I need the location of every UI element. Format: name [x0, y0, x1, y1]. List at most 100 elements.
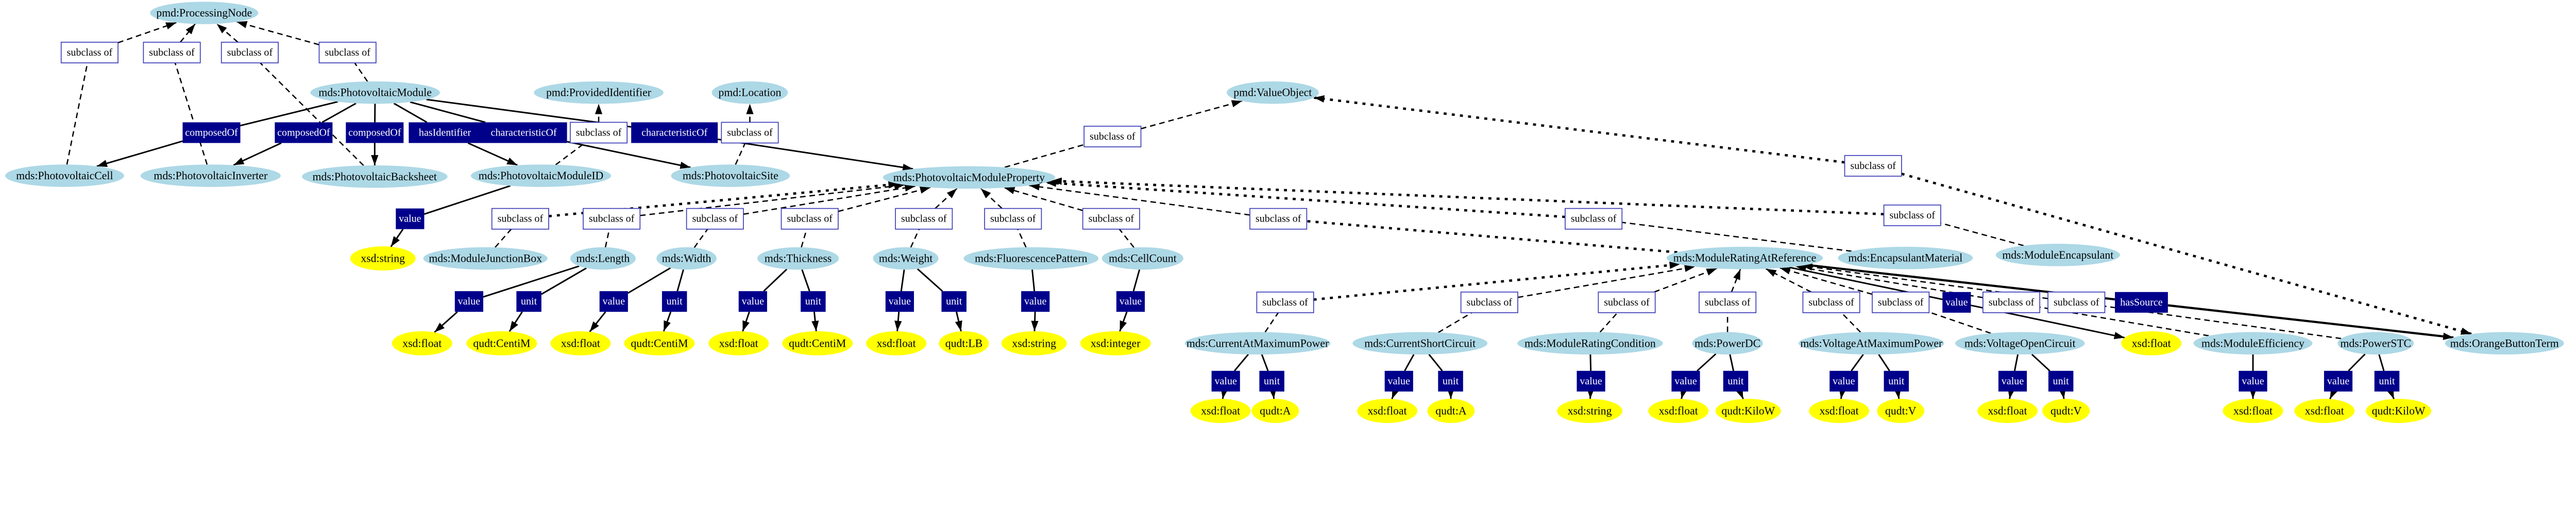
edge-mid-sb_mid — [555, 142, 585, 165]
datatype-ellipse-y_mid_s — [350, 246, 416, 270]
datatype-ellipse-y_voc_f — [1977, 399, 2038, 423]
label-sb_back: subclass of — [227, 47, 273, 58]
property-box-pb_pstc_v — [2324, 370, 2353, 392]
label-pb_vamp_u: unit — [1888, 376, 1905, 387]
node-pb_hasid: hasIdentifier — [409, 122, 481, 143]
edge-thk-pb_thk_u — [801, 269, 810, 292]
property-box-pb_vid — [396, 208, 425, 229]
edge-vamp-sb_vamp — [1841, 312, 1861, 333]
node-y_wgt_u: qudt:LB — [939, 331, 989, 355]
class-ellipse-loc — [711, 81, 788, 104]
label-sb_csc: subclass of — [1467, 297, 1513, 308]
property-box-pb_vamp_u — [1884, 370, 1909, 392]
edge-module-pb_char1 — [410, 101, 486, 123]
edge-pstc-pb_pstc_u — [2378, 354, 2385, 371]
datatype-ellipse-y_camp_u — [1251, 399, 1299, 423]
class-ellipse-back — [302, 165, 448, 188]
property-box-pb_csc_u — [1438, 370, 1463, 392]
datatype-ellipse-y_vamp_u — [1877, 399, 1925, 423]
label-pb_cc_v: value — [1120, 296, 1142, 307]
arrowhead-pb_flp_v-y_flp_s — [1031, 320, 1039, 331]
node-y_voc_u: qudt:V — [2042, 399, 2090, 423]
subclass-of-box-sb_thk — [781, 208, 839, 230]
label-pb_comp1: composedOf — [185, 127, 238, 138]
node-pb_flp_v: value — [1021, 291, 1050, 312]
arrowhead-pb_thk_u-y_thk_u — [811, 320, 819, 331]
label-y_voc_u: qudt:V — [2050, 405, 2082, 417]
datatype-ellipse-y_flp_s — [1001, 331, 1067, 355]
label-sb_len: subclass of — [589, 213, 635, 225]
node-pb_camp_u: unit — [1259, 370, 1284, 392]
node-sb_meff: subclass of — [1982, 291, 2041, 313]
label-cell: mds:PhotovoltaicCell — [16, 170, 113, 182]
class-ellipse-len — [570, 247, 636, 270]
label-loc: pmd:Location — [719, 87, 782, 99]
label-pb_hasid: hasIdentifier — [419, 127, 471, 138]
arrowhead-sb_site-loc — [746, 104, 754, 114]
node-sb_csc: subclass of — [1460, 291, 1518, 313]
arrowhead-pb_comp3-back — [371, 155, 379, 166]
node-y_len_f: xsd:float — [392, 331, 452, 355]
class-ellipse-mrc — [1517, 332, 1663, 355]
label-pb_meff_v: value — [2242, 376, 2264, 387]
edge-csc-pb_csc_u — [1428, 353, 1443, 371]
class-ellipse-voc — [1955, 332, 2085, 355]
label-pb_comp2: composedOf — [277, 127, 330, 138]
class-ellipse-wid — [656, 247, 717, 270]
class-ellipse-wgt — [873, 247, 939, 270]
property-box-pb_meff_v — [2239, 370, 2267, 392]
label-y_len_u: qudt:CentiM — [473, 337, 530, 349]
label-y_csc_f: xsd:float — [1368, 405, 1407, 417]
arrowhead-sb_vamp-mrar — [1766, 268, 1777, 277]
node-thk: mds:Thickness — [757, 247, 839, 270]
class-ellipse-pstc — [2337, 332, 2414, 355]
class-ellipse-encm — [1838, 247, 1973, 269]
subclass-of-box-sb_back — [221, 42, 279, 63]
subclass-of-box-sb_vamp — [1802, 291, 1860, 313]
node-pb_camp_v: value — [1211, 370, 1240, 392]
label-y_csc_u: qudt:A — [1435, 405, 1467, 417]
label-wgt: mds:Weight — [879, 252, 933, 265]
datatype-ellipse-y_wgt_u — [939, 331, 989, 355]
node-sb_mence: subclass of — [1883, 205, 1941, 226]
subclass-of-box-sb_mp — [1083, 126, 1142, 147]
arrowhead-sb_thk-mp — [919, 186, 931, 194]
edge-thk-pb_thk_v — [763, 268, 788, 292]
edge-wgt-pb_wgt_v — [900, 269, 905, 292]
subclass-of-box-sb_obt — [1844, 155, 1902, 177]
node-pstc: mds:PowerSTC — [2337, 332, 2414, 355]
label-mp: mds:PhotovoltaicModuleProperty — [893, 171, 1045, 183]
subclass-of-box-sb_flp — [984, 208, 1042, 230]
node-y_len_u: qudt:CentiM — [466, 331, 537, 355]
label-sb_pdc: subclass of — [1705, 297, 1751, 308]
label-sb_voc: subclass of — [1878, 297, 1924, 308]
node-sb_wid: subclass of — [686, 208, 744, 230]
subclass-of-box-sb_inv — [143, 42, 201, 63]
class-ellipse-mp — [883, 166, 1056, 189]
edge-module-pb_comp2 — [321, 103, 357, 123]
label-cc: mds:CellCount — [1109, 252, 1177, 265]
edge-pstc-pb_pstc_v — [2348, 353, 2366, 371]
label-sb_pstc: subclass of — [2054, 297, 2099, 308]
edge-voc-pb_voc_u — [2031, 353, 2050, 371]
node-pb_pdc_u: unit — [1723, 370, 1749, 392]
label-pb_csc_u: unit — [1443, 376, 1459, 387]
label-pb_pstc_u: unit — [2379, 376, 2395, 387]
node-voc: mds:VoltageOpenCircuit — [1955, 332, 2085, 355]
label-meff: mds:ModuleEfficiency — [2201, 337, 2304, 349]
class-ellipse-mence — [1995, 244, 2120, 266]
node-y_camp_u: qudt:A — [1251, 399, 1299, 423]
edge-camp-pb_camp_u — [1261, 354, 1269, 371]
subclass-of-box-sb_cell — [60, 42, 118, 63]
label-sb_meff: subclass of — [1989, 297, 2035, 308]
subclass-of-box-sb_mrar — [1249, 208, 1308, 230]
arrowhead-sb_mence-mp — [1051, 177, 1062, 185]
node-pb_meff_v: value — [2239, 370, 2267, 392]
label-site: mds:PhotovoltaicSite — [683, 170, 778, 182]
node-y_pdc_f: xsd:float — [1648, 399, 1709, 423]
edge-module-pb_comp1 — [240, 101, 338, 127]
node-obt: mds:OrangeButtonTerm — [2445, 332, 2564, 355]
datatype-ellipse-y_meff_f — [2223, 399, 2283, 423]
label-sb_mrc: subclass of — [1604, 297, 1650, 308]
label-pb_voc_u: unit — [2053, 376, 2070, 387]
